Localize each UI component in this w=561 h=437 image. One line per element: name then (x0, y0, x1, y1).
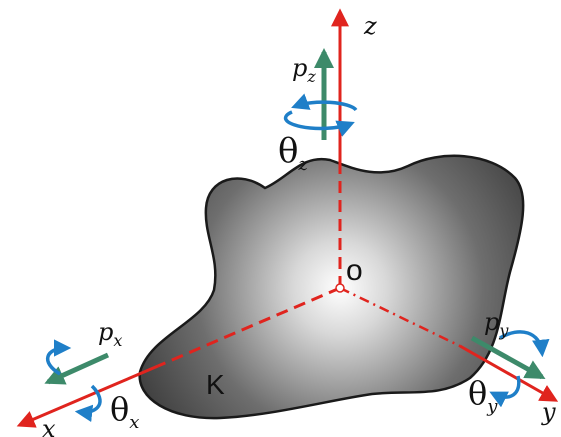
theta-y-rotation-arrow-top (499, 330, 550, 358)
x-axis-label: x (42, 415, 56, 437)
px-label: px (98, 318, 122, 350)
theta-y-rotation-arrow-bottom (489, 375, 521, 408)
y-axis-hidden-segment (339, 286, 461, 348)
body-label: K (206, 369, 225, 400)
py-label: py (484, 308, 509, 340)
theta-z-rotation-arrow-front (283, 110, 355, 137)
theta-z-label: θz (278, 131, 308, 175)
px-translation-arrow (44, 352, 110, 385)
theta-x-rotation-arrow-bottom (74, 384, 102, 423)
pz-label: pz (292, 54, 316, 86)
theta-z-rotation-arrow-back (291, 93, 358, 112)
x-axis (16, 364, 159, 428)
body-k-shape (138, 154, 525, 420)
origin-label: o (346, 254, 363, 287)
y-axis (459, 344, 559, 402)
z-axis-label: z (363, 12, 377, 40)
x-axis-hidden-segment (157, 286, 341, 368)
py-translation-arrow (470, 335, 546, 380)
theta-x-rotation-arrow-top (46, 339, 72, 376)
y-axis-label: y (541, 398, 556, 426)
theta-x-label: θx (110, 390, 139, 433)
theta-y-label: θy (468, 374, 498, 417)
origin-point (335, 283, 345, 293)
